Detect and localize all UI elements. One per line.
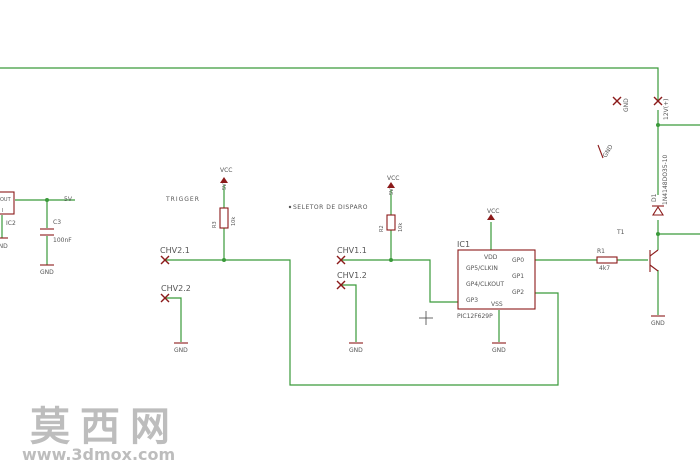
- vcc-r2-pin: 5V: [389, 188, 395, 195]
- c3-name: C3: [53, 219, 61, 226]
- gnd-chv2: GND: [174, 342, 188, 354]
- wires: [0, 67, 700, 386]
- ic2-name: IC2: [6, 220, 16, 227]
- c3-capacitor: C3 100nF: [40, 219, 72, 244]
- terminal-12v-label: 12V(+): [663, 99, 670, 120]
- ic1-gp2-pin: GP2: [512, 289, 524, 296]
- selector-origin-dot: [288, 205, 292, 209]
- r3-resistor: R3 10k: [212, 207, 237, 229]
- junction-r3: [222, 258, 226, 262]
- d1-value: 1N4148DO35-10: [662, 154, 669, 205]
- gnd-c3: GND: [40, 264, 54, 276]
- chv2-1-label: CHV2.1: [160, 246, 190, 255]
- watermark-chinese: 莫西网: [30, 403, 180, 450]
- selector-label: SELETOR DE DISPARO: [293, 204, 368, 211]
- wire-chv1-2-gnd: [341, 284, 357, 342]
- net-5v-label: 5V: [64, 196, 73, 203]
- r1-resistor: R1 4k7: [596, 248, 618, 272]
- junction-5v-c3: [45, 198, 49, 202]
- chv1-2-label: CHV1.2: [337, 271, 367, 280]
- ic1-gp3-pin: GP3: [466, 297, 478, 304]
- r3-value: 10k: [231, 217, 237, 226]
- r2-resistor: R2 10k: [379, 214, 404, 232]
- vcc-ic1: VCC: [487, 208, 499, 220]
- d1-diode: D1 1N4148DO35-10: [651, 154, 669, 216]
- vcc-r3-pin: 5V: [222, 183, 228, 190]
- ic1-part: PIC12F629P: [457, 313, 493, 320]
- r1-name: R1: [597, 248, 605, 255]
- c3-value: 100nF: [53, 237, 72, 244]
- watermark: 莫西网 www.3dmox.com: [22, 403, 180, 464]
- trigger-label: TRIGGER: [165, 196, 200, 203]
- gnd-chv2-label: GND: [174, 347, 188, 354]
- ic1-gp1-pin: GP1: [512, 273, 524, 280]
- chv2-2-label: CHV2.2: [161, 284, 191, 293]
- gnd-ic1-label: GND: [492, 347, 506, 354]
- gnd-t1-label: GND: [651, 320, 665, 327]
- r2-name: R2: [379, 225, 385, 232]
- watermark-url: www.3dmox.com: [22, 445, 175, 464]
- ic1-vss-pin: VSS: [491, 301, 503, 308]
- gnd-ic2-label: GND: [0, 243, 8, 250]
- ic2-i-label: I: [2, 208, 3, 214]
- d1-name: D1: [651, 193, 658, 202]
- vcc-r3-label: VCC: [220, 167, 232, 174]
- gnd-ic2: GND: [0, 237, 8, 250]
- chv2-2-switch: CHV2.2: [160, 284, 191, 303]
- ic1-name: IC1: [457, 240, 470, 249]
- cursor-crosshair: [419, 311, 433, 325]
- ic1-gp0-pin: GP0: [512, 257, 524, 264]
- gnd-c3-label: GND: [40, 269, 54, 276]
- ic1-pic: IC1 VDD GP5/CLKIN GP4/CLKOUT GP3 VSS GP0…: [457, 240, 536, 320]
- junctions: [45, 123, 660, 262]
- gnd-ic1: GND: [492, 342, 506, 354]
- r3-name: R3: [212, 221, 218, 228]
- ic1-gp4-pin: GP4/CLKOUT: [466, 281, 504, 288]
- terminal-gnd-top: GND: [612, 96, 630, 112]
- gnd-chv1: GND: [349, 342, 363, 354]
- vcc-r2: VCC 5V: [387, 175, 399, 195]
- ic2-regulator: OUT I IC2: [0, 191, 16, 227]
- t1-name: T1: [616, 229, 625, 236]
- gnd-chv1-label: GND: [349, 347, 363, 354]
- chv1-1-switch: CHV1.1: [336, 246, 367, 265]
- junction-right-1: [656, 123, 660, 127]
- ic2-out-label: OUT: [0, 197, 12, 203]
- ic1-gp5-pin: GP5/CLKIN: [466, 265, 498, 272]
- ic1-vdd-pin: VDD: [484, 254, 498, 261]
- r2-value: 10k: [398, 223, 404, 232]
- chv1-1-label: CHV1.1: [337, 246, 367, 255]
- wire-chv2-2-gnd: [165, 297, 182, 342]
- gnd-t1: GND: [651, 315, 665, 327]
- wire-top-12v: [0, 67, 659, 100]
- t1-transistor: T1: [616, 229, 659, 272]
- terminal-12v: 12V(+): [653, 96, 670, 120]
- gnd-rotated-label: GND: [602, 143, 615, 159]
- vcc-ic1-label: VCC: [487, 208, 499, 215]
- junction-right-2: [656, 232, 660, 236]
- wire-chv1-1-net: [341, 259, 458, 303]
- gnd-rotated: GND: [597, 143, 615, 159]
- vcc-r2-label: VCC: [387, 175, 399, 182]
- chv1-2-switch: CHV1.2: [336, 271, 367, 290]
- wire-chv2-1-net: [165, 259, 559, 386]
- terminal-gnd-top-label: GND: [623, 98, 630, 112]
- chv2-1-switch: CHV2.1: [160, 246, 190, 265]
- junction-r2: [389, 258, 393, 262]
- r1-value: 4k7: [599, 265, 610, 272]
- vcc-r3: VCC 5V: [220, 167, 232, 190]
